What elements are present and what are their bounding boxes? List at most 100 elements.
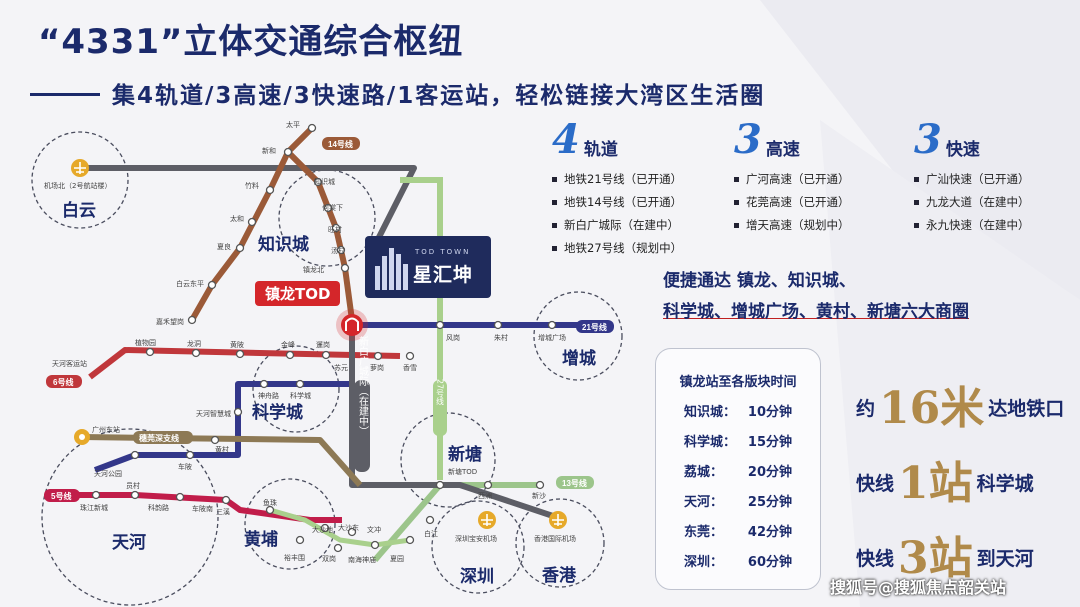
station-label: 何棠下 <box>322 203 343 212</box>
station-label: 大沙东 <box>338 523 359 532</box>
zone-circle-kexuecheng <box>252 345 340 433</box>
line-14 <box>189 125 315 322</box>
connect-line2: 科学城、增城广场、黄村、新塘六大商圈 <box>663 302 969 322</box>
tod-label: 镇龙TOD <box>255 281 341 306</box>
legend-item: 九龙大道（在建中） <box>914 191 1030 214</box>
travel-place: 东莞： <box>684 525 724 540</box>
station-label: 太平 <box>286 120 300 129</box>
station-label: 鱼珠 <box>263 498 277 507</box>
brand-name: 星汇坤 <box>413 264 474 286</box>
legend-express-number: 3 <box>914 116 942 163</box>
page-subtitle: 集4轨道/3高速/3快速路/1客运站，轻松链接大湾区生活圈 <box>112 83 766 109</box>
station-label: 朱村 <box>494 333 508 342</box>
line-intercity <box>349 325 566 523</box>
highlight-post: 到天河 <box>976 548 1034 570</box>
tag-line5: 5号线 <box>51 491 71 501</box>
zone-circle-huangpu <box>244 478 336 570</box>
tag-line14: 14号线 <box>328 139 353 149</box>
legend-express-label: 快速 <box>945 140 980 160</box>
station-label: 广州东站 <box>92 425 120 434</box>
zone-circle-hongkong <box>515 498 605 588</box>
station-label: 天河公园 <box>94 470 122 478</box>
tag-intercity: 新白广城际（在建中） <box>357 335 369 436</box>
zone-huangpu: 黄埔 <box>244 529 278 550</box>
station-label: 知识城 <box>314 177 335 186</box>
station-label: 三溪 <box>216 507 230 516</box>
travel-time: 42分钟 <box>747 525 792 540</box>
zone-circle-baiyun <box>31 131 129 229</box>
line-13 <box>372 482 540 562</box>
station-label: 镇龙北 <box>303 265 324 274</box>
highlight-tianhe: 快线3站到天河 <box>856 522 1034 586</box>
station-label: 文冲 <box>367 525 381 534</box>
highlight-num: 3站 <box>898 533 973 584</box>
zone-circle-shenzhen <box>431 500 525 594</box>
zone-xintang: 新塘 <box>448 444 482 465</box>
travel-time-row: 深圳：60分钟 <box>684 551 792 570</box>
highlight-post: 达地铁口 <box>988 398 1065 420</box>
tag-line27: 27号线 <box>436 379 445 405</box>
station-label: 夏良 <box>217 242 231 251</box>
station-label: 黄村 <box>215 445 229 454</box>
highlight-num: 16米 <box>879 383 985 434</box>
travel-time-row: 东莞： 42分钟 <box>684 521 792 540</box>
zone-zengcheng: 增城 <box>562 348 596 369</box>
highlight-metro-distance: 约16米达地铁口 <box>856 372 1064 436</box>
subtitle-rule <box>30 93 100 96</box>
tag-sui-guan-shen: 穗莞深支线 <box>138 433 179 443</box>
brand-logo: TOD TOWN 星汇坤 <box>365 236 491 298</box>
transit-map: 14号线 21号线 6号线 5号线 13号线 穗莞深支线 27号线 新白广城际（… <box>31 120 623 606</box>
line-huangpu <box>269 507 411 548</box>
highlight-pre: 约 <box>856 398 876 420</box>
station-label: 南海神庙 <box>348 555 376 564</box>
station-label: 苏元 <box>334 363 348 372</box>
station-label: 夏园 <box>390 555 404 563</box>
station-label: 风岗 <box>446 334 460 342</box>
highlight-num: 1站 <box>898 458 973 509</box>
station-label: 汤村 <box>331 246 345 255</box>
travel-time-box: 镇龙站至各版块时间 知识城：10分钟 科学城： 15分钟 荔城：20分钟 天河：2… <box>655 348 821 590</box>
travel-time-row: 知识城：10分钟 <box>684 401 792 420</box>
line-gray-expressway <box>80 165 417 257</box>
zone-circle-zengcheng <box>533 291 623 381</box>
legend-item: 地铁21号线（已开通） <box>552 168 682 191</box>
legend-item: 新白广城际（在建中） <box>552 214 682 237</box>
legend-highway-number: 3 <box>734 116 762 163</box>
station-label: 科学城 <box>290 391 311 400</box>
station-label: 神舟路 <box>258 391 279 400</box>
travel-time-row: 天河：25分钟 <box>684 491 792 510</box>
zone-circle-xintang <box>400 412 496 508</box>
travel-time-row: 荔城：20分钟 <box>684 461 792 480</box>
line-6 <box>88 347 401 380</box>
brand-sub: TOD TOWN <box>415 248 471 256</box>
zone-baiyun: 白云 <box>62 200 96 221</box>
travel-place: 科学城： <box>684 435 737 450</box>
station-label: 科韵路 <box>148 503 169 512</box>
travel-time: 15分钟 <box>747 435 792 450</box>
train-station-icon <box>74 429 90 445</box>
zhenlong-tod-marker <box>336 309 368 341</box>
zone-zhishicheng: 知识城 <box>257 234 309 255</box>
station-label: 竹料 <box>245 181 259 190</box>
station-label: 黄陂 <box>230 340 244 349</box>
station-label: 新和 <box>262 146 276 155</box>
legend-item: 广汕快速（已开通） <box>914 168 1030 191</box>
station-label: 暹岗 <box>316 341 330 349</box>
station-label: 龙洞 <box>187 339 201 348</box>
station-label: 天河客运站 <box>52 359 87 368</box>
legend-rail-number: 4 <box>552 116 580 163</box>
travel-time-heading: 镇龙站至各版块时间 <box>679 375 797 390</box>
page-title: “4331”立体交通综合枢纽 <box>38 22 464 62</box>
station-label: 香港国际机场 <box>534 534 576 543</box>
travel-time: 20分钟 <box>747 465 792 480</box>
legend-item: 地铁27号线（规划中） <box>552 237 682 260</box>
travel-place: 知识城： <box>684 405 737 420</box>
station-label: 新塘TOD <box>448 467 477 476</box>
travel-time: 60分钟 <box>747 555 792 570</box>
legend-item: 增天高速（规划中） <box>734 214 850 237</box>
tag-line13: 13号线 <box>562 478 587 488</box>
station-label: 珠江新城 <box>80 503 108 512</box>
